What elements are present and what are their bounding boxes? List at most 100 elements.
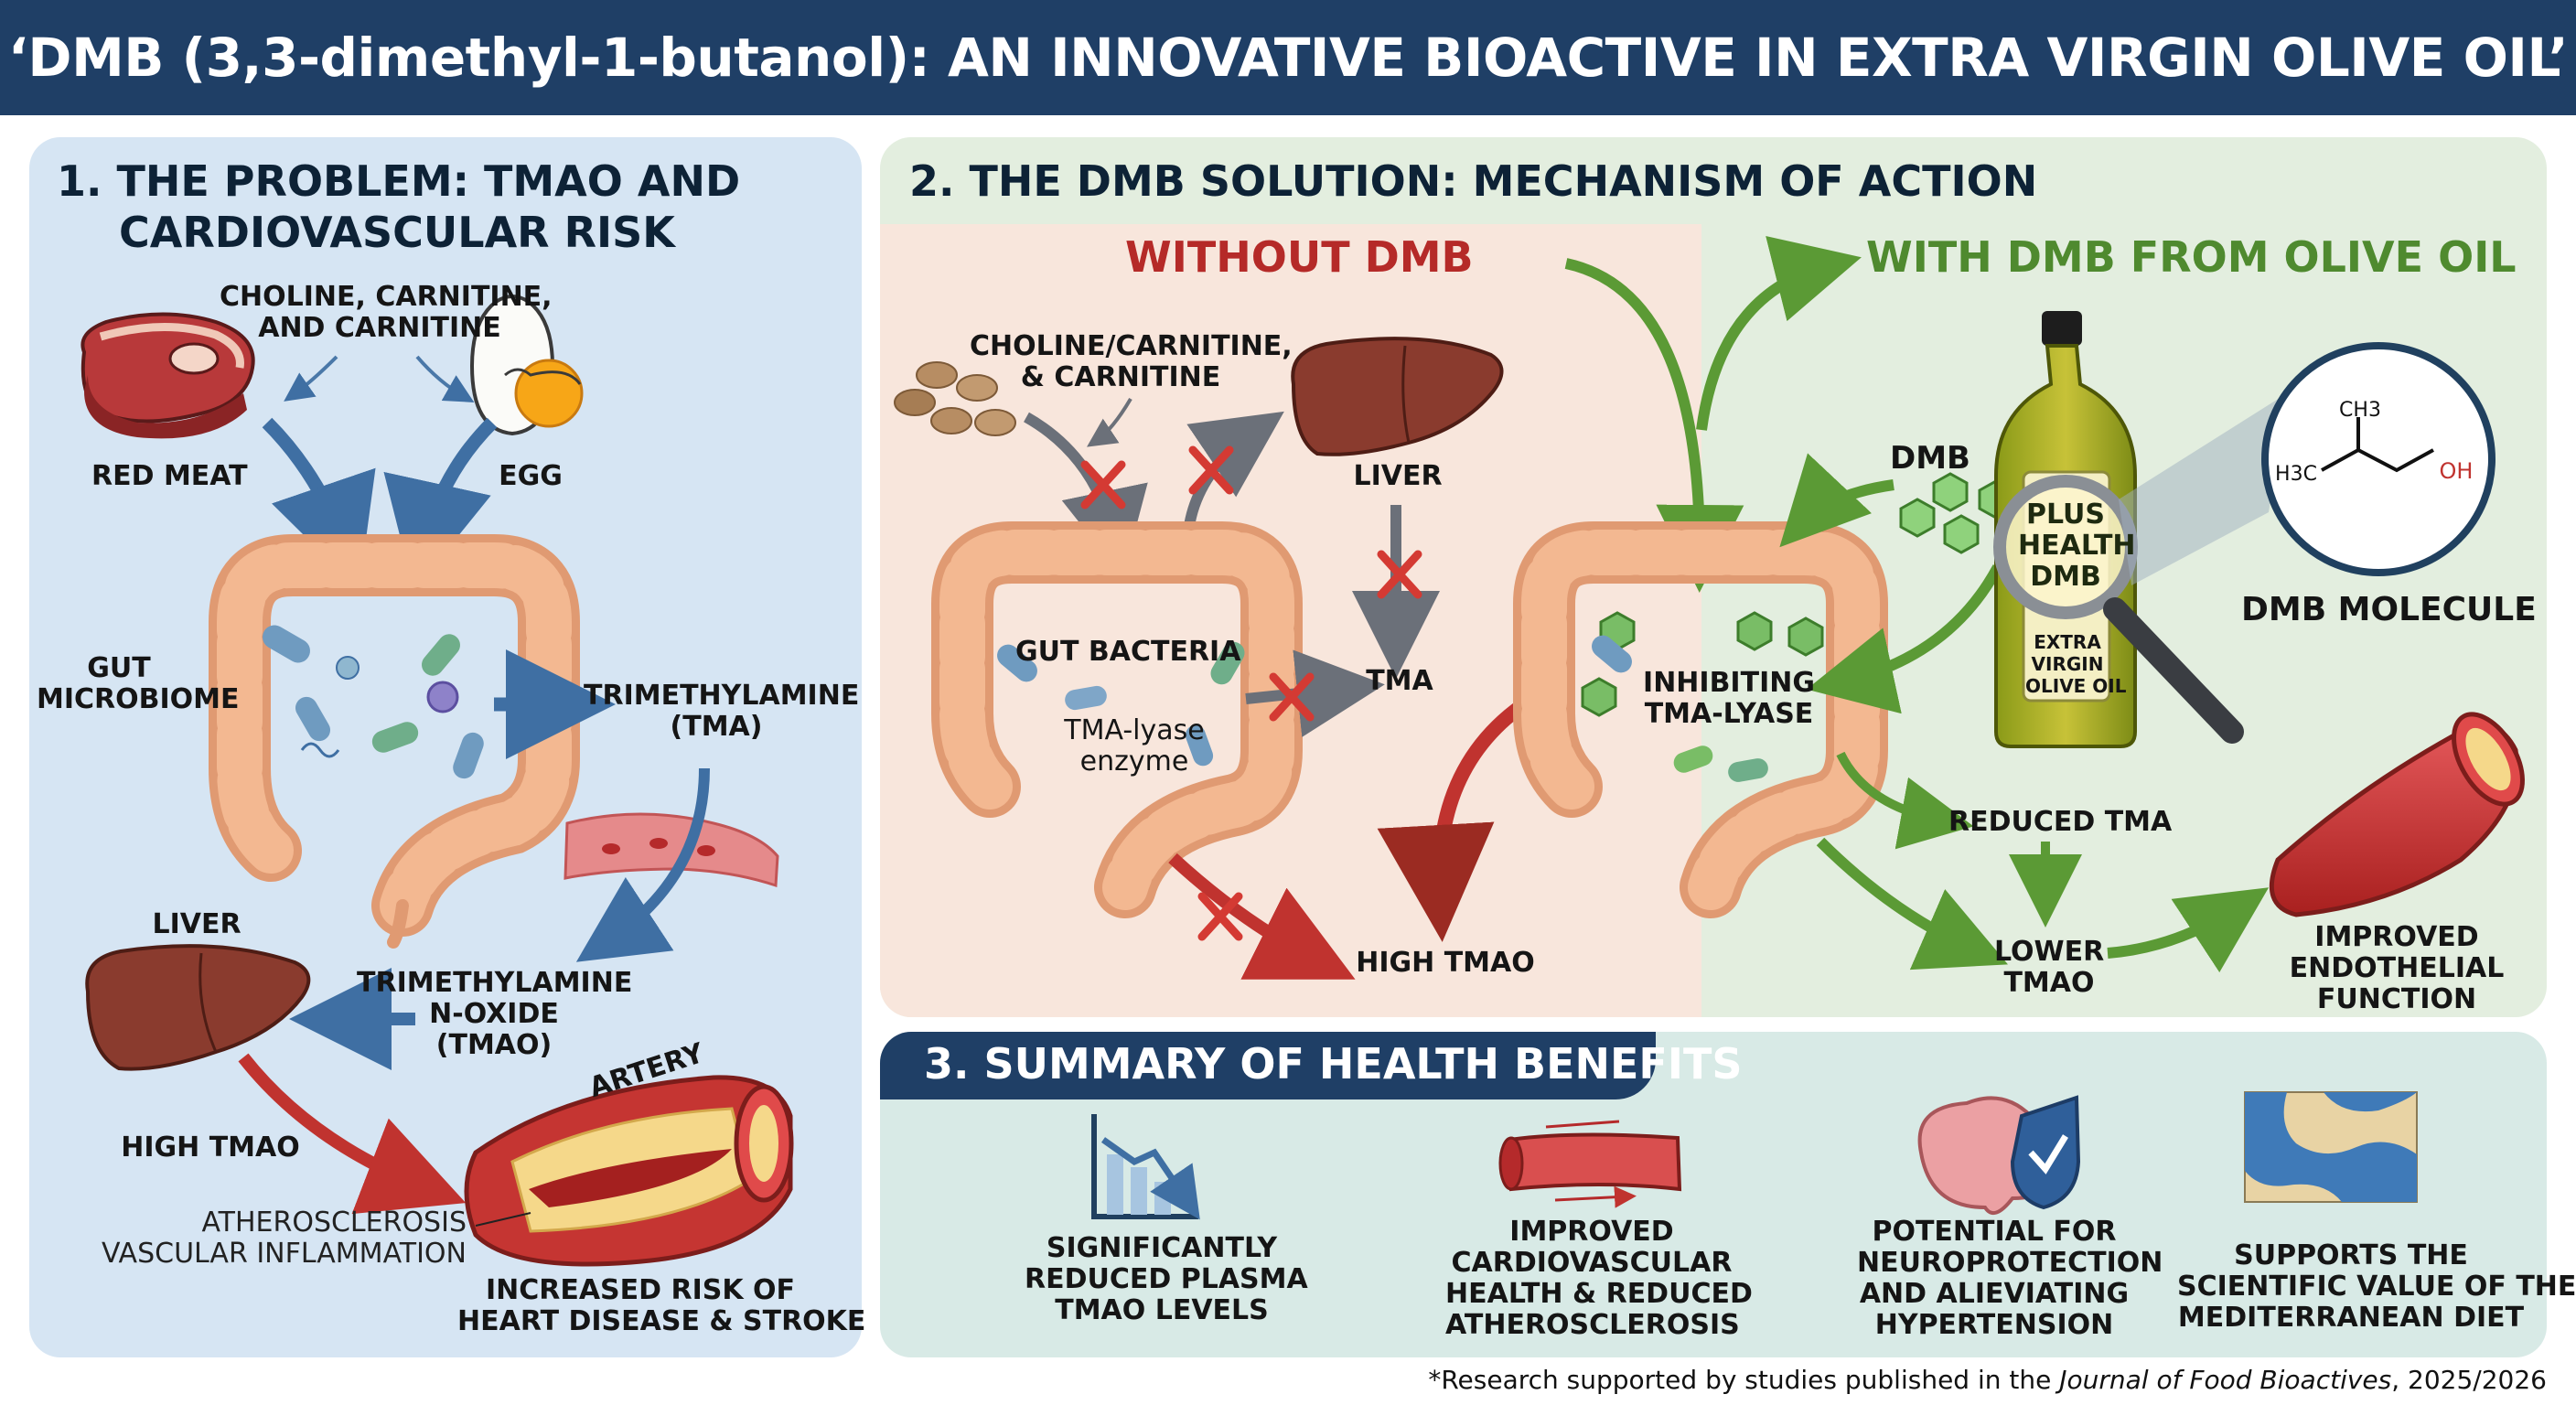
risk-label: INCREASED RISK OF HEART DISEASE & STROKE	[457, 1274, 866, 1337]
tma-lyase-enzyme-label: TMA-lyase enzyme	[1052, 715, 1217, 778]
panel2-liver-label: LIVER	[1353, 460, 1443, 492]
lower-tmao-line2: TMAO	[2003, 967, 2095, 999]
tmao-label-line3: (TMAO)	[435, 1029, 553, 1061]
blocked-x-icons	[1080, 445, 1422, 941]
bottle-label-line1: EXTRA	[2034, 631, 2101, 653]
brain-shield-icon	[1917, 1095, 2081, 1216]
without-dmb-heading: WITHOUT DMB	[1125, 232, 1474, 282]
benefit-1-line1: SIGNIFICANTLY	[1046, 1232, 1278, 1264]
panel2-nutrients-line1: CHOLINE/CARNITINE,	[970, 330, 1293, 362]
tmao-label-line1: TRIMETHYLAMINE	[357, 967, 633, 999]
badge-line1: PLUS	[2025, 499, 2105, 531]
molecule-h3c-label: H3C	[2275, 463, 2317, 486]
olive-oil-bottle-icon	[1993, 311, 2138, 748]
mediterranean-map-icon	[2244, 1091, 2418, 1203]
lower-tmao-label: LOWER TMAO	[1994, 937, 2104, 999]
benefit-2-line2: CARDIOVASCULAR	[1451, 1247, 1733, 1279]
benefit-4-line2: SCIENTIFIC VALUE OF THE	[2177, 1271, 2576, 1303]
benefit-3-line4: HYPERTENSION	[1874, 1309, 2114, 1341]
panel2-title: 2. THE DMB SOLUTION: MECHANISM OF ACTION	[909, 156, 2038, 206]
benefit-2-line3: HEALTH & REDUCED	[1445, 1278, 1753, 1310]
benefit-1-line2: REDUCED PLASMA	[1025, 1263, 1308, 1295]
egg-label: EGG	[499, 460, 563, 492]
panel1-nutrients-line2: AND CARNITINE	[258, 312, 501, 344]
benefit-1-line3: TMAO LEVELS	[1055, 1294, 1269, 1326]
improved-vessel-illustration	[2269, 712, 2525, 917]
bottle-label-line3: OLIVE OIL	[2025, 675, 2127, 697]
reduced-tma-label: REDUCED TMA	[1948, 806, 2173, 838]
bottle-label-line2: VIRGIN	[2031, 653, 2104, 675]
panel1-nutrients-line1: CHOLINE, CARNITINE,	[220, 281, 553, 313]
page-title: ‘DMB (3,3-dimethyl-1-butanol): AN INNOVA…	[7, 27, 2569, 89]
dmb-hexagon-icons	[1899, 472, 2014, 554]
panel2-tma-label: TMA	[1366, 665, 1433, 697]
endothelial-line3: FUNCTION	[2316, 983, 2477, 1015]
inhibiting-line2: TMA-LYASE	[1644, 698, 1814, 730]
inhibiting-tma-lyase-label: INHIBITING TMA-LYASE	[1637, 668, 1820, 730]
gut-bacteria-label: GUT BACTERIA	[1015, 636, 1241, 668]
dmb-label: DMB	[1890, 440, 1970, 477]
benefit-4: SUPPORTS THE SCIENTIFIC VALUE OF THE MED…	[2177, 1239, 2576, 1334]
dmb-molecule-diagram	[2261, 342, 2496, 576]
badge-line2: HEALTH	[2018, 530, 2136, 562]
inhibiting-line1: INHIBITING	[1643, 667, 1815, 699]
endothelial-line2: ENDOTHELIAL	[2289, 952, 2505, 984]
gut-label-line1: GUT	[87, 652, 151, 684]
egg-icon	[469, 295, 584, 436]
tmao-label: TRIMETHYLAMINE N-OXIDE (TMAO)	[357, 967, 633, 1061]
red-meat-icon	[80, 312, 255, 439]
athero-line1: ATHEROSCLEROSIS	[201, 1207, 467, 1239]
tma-label-line2: (TMA)	[670, 711, 763, 743]
footnote-suffix: , 2025/2026	[2391, 1365, 2547, 1395]
magnifier-beam	[2119, 393, 2287, 585]
atherosclerosis-label: ATHEROSCLEROSIS VASCULAR INFLAMMATION	[101, 1207, 467, 1270]
benefit-3-line1: POTENTIAL FOR	[1872, 1216, 2117, 1248]
benefit-1: SIGNIFICANTLY REDUCED PLASMA TMAO LEVELS	[1025, 1232, 1308, 1326]
benefits-title-tab: 3. SUMMARY OF HEALTH BENEFITS	[880, 1032, 1742, 1099]
risk-line2: HEART DISEASE & STROKE	[457, 1305, 866, 1337]
benefit-2-line4: ATHEROSCLEROSIS	[1445, 1309, 1740, 1341]
magnifier-handle	[2103, 597, 2244, 744]
tma-label: TRIMETHYLAMINE (TMA)	[584, 681, 859, 743]
endothelial-label: IMPROVED ENDOTHELIAL FUNCTION	[2278, 922, 2516, 1015]
benefit-2-line1: IMPROVED	[1509, 1216, 1674, 1248]
molecule-oh-label: OH	[2439, 458, 2474, 484]
benefit-3: POTENTIAL FOR NEUROPROTECTION AND ALIEVI…	[1857, 1216, 2163, 1341]
declining-chart-icon	[1091, 1114, 1200, 1220]
gut-microbiome-label: GUT MICROBIOME	[37, 652, 240, 715]
molecule-ch3-label: CH3	[2339, 399, 2381, 422]
enzyme-line2: enzyme	[1079, 745, 1189, 778]
benefit-4-line1: SUPPORTS THE	[2234, 1239, 2468, 1271]
title-banner: ‘DMB (3,3-dimethyl-1-butanol): AN INNOVA…	[0, 0, 2576, 115]
gut-bacteria-colon	[931, 521, 1303, 918]
risk-line1: INCREASED RISK OF	[485, 1274, 796, 1306]
liver-2-illustration	[1291, 337, 1504, 456]
footnote-journal: Journal of Food Bioactives	[2059, 1365, 2392, 1395]
high-tmao-label: HIGH TMAO	[121, 1132, 300, 1164]
blood-vessel-illustration	[564, 812, 779, 888]
benefit-3-line2: NEUROPROTECTION	[1857, 1247, 2163, 1279]
liver-illustration	[85, 944, 311, 1071]
tmao-label-line2: N-OXIDE	[429, 998, 559, 1030]
artery-illustration	[464, 1075, 794, 1267]
panel2-nutrients-label: CHOLINE/CARNITINE, & CARNITINE	[970, 330, 1293, 393]
dmb-molecule-label: DMB MOLECULE	[2241, 591, 2537, 628]
panel1-title-line2: CARDIOVASCULAR RISK	[119, 208, 675, 257]
liver-label: LIVER	[152, 908, 242, 940]
benefit-2: IMPROVED CARDIOVASCULAR HEALTH & REDUCED…	[1445, 1216, 1753, 1341]
enzyme-line1: TMA-lyase	[1064, 714, 1205, 746]
endothelial-line1: IMPROVED	[2314, 921, 2479, 953]
panel1-nutrients-label: CHOLINE, CARNITINE, AND CARNITINE	[220, 281, 553, 344]
athero-line2: VASCULAR INFLAMMATION	[101, 1238, 467, 1270]
lower-tmao-line1: LOWER	[1994, 936, 2105, 968]
panel2-nutrients-line2: & CARNITINE	[1020, 361, 1221, 393]
nutrient-beans-icon	[894, 361, 1016, 436]
badge-line3: DMB	[2030, 561, 2101, 593]
bottle-label: EXTRA VIRGIN OLIVE OIL	[2025, 631, 2127, 697]
with-dmb-heading: WITH DMB FROM OLIVE OIL	[1866, 232, 2517, 282]
red-meat-label: RED MEAT	[91, 460, 248, 492]
blood-vessel-icon	[1498, 1120, 1682, 1200]
bottle-badge: PLUS HEALTH DMB	[2018, 499, 2136, 593]
benefit-3-line3: AND ALIEVIATING	[1859, 1278, 2130, 1310]
